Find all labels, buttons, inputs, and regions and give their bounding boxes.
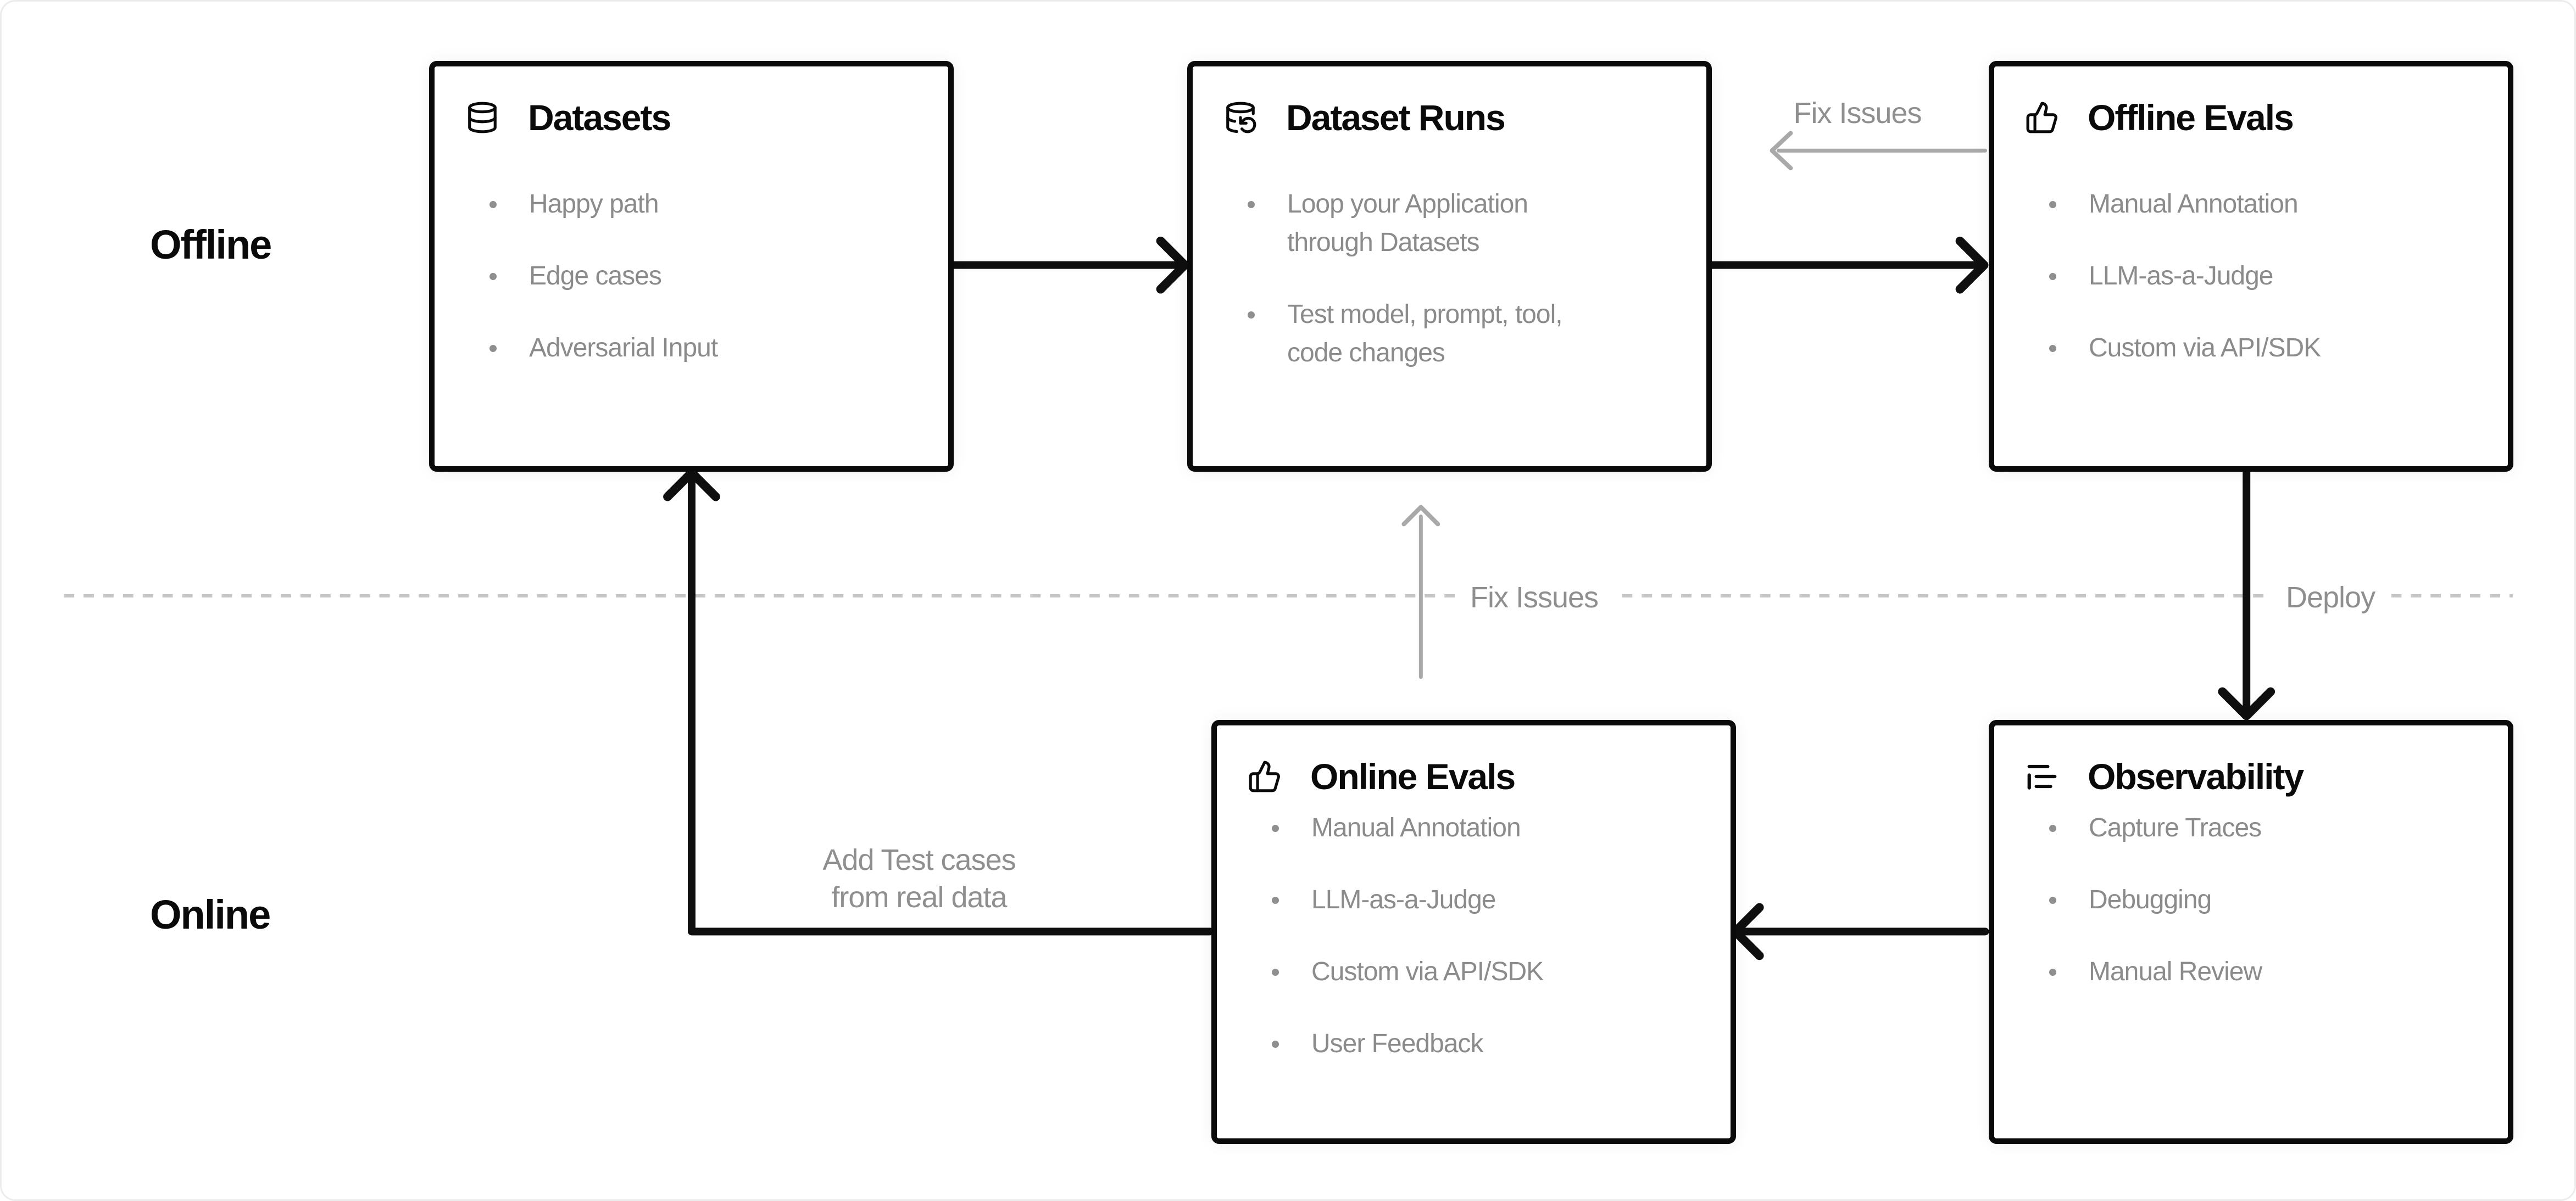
fix-issues-mid-label: Fix Issues <box>1455 577 1614 618</box>
list-item: Happy path <box>489 185 860 224</box>
list-item: Custom via API/SDK <box>2049 329 2420 367</box>
list-item: Edge cases <box>489 257 860 295</box>
list-item: Capture Traces <box>2049 809 2420 847</box>
database-icon <box>465 100 499 135</box>
offline-evals-to-observability-arrow-head <box>2218 687 2275 720</box>
datasets-to-dataset-runs-arrow-head <box>1156 236 1189 294</box>
offline-evals-box-header: Offline Evals <box>2025 97 2294 138</box>
dataset-runs-box-title: Dataset Runs <box>1286 97 1506 138</box>
offline-evals-box-title: Offline Evals <box>2088 97 2294 138</box>
list-item: Test model, prompt, tool, code changes <box>1248 295 1618 372</box>
list-item: Manual Annotation <box>2049 185 2420 224</box>
fix-issues-top-label: Fix Issues <box>1793 97 1922 130</box>
fix-issues-mid-arrow-head <box>1401 505 1440 527</box>
online-section-label: Online <box>150 892 271 937</box>
online-evals-box-header: Online Evals <box>1248 756 1516 797</box>
list-item: Debugging <box>2049 881 2420 919</box>
online-evals-box-title: Online Evals <box>1310 756 1516 797</box>
list-item: User Feedback <box>1272 1025 1643 1063</box>
fix-issues-top-arrow-head <box>1770 131 1793 171</box>
datasets-box-title: Datasets <box>528 97 671 138</box>
offline-section-label: Offline <box>150 222 272 267</box>
list-item: Custom via API/SDK <box>1272 953 1643 991</box>
online-evals-to-datasets-arrow-shaft <box>688 477 1214 936</box>
add-test-cases-label: Add Test cases from real data <box>822 844 1016 914</box>
list-item: Manual Annotation <box>1272 809 1643 847</box>
thumbs-up-icon <box>1248 759 1282 794</box>
list-item: Adversarial Input <box>489 329 860 367</box>
logs-icon <box>2025 759 2059 794</box>
deploy-label: Deploy <box>2269 577 2392 618</box>
thumbs-up-icon <box>2025 100 2059 135</box>
list-item: LLM-as-a-Judge <box>1272 881 1643 919</box>
datasets-box-header: Datasets <box>465 97 671 138</box>
observability-box-header: Observability <box>2025 756 2304 797</box>
dataset-runs-box: Dataset Runs Loop your Application throu… <box>1187 61 1712 472</box>
list-item: Loop your Application through Datasets <box>1248 185 1618 262</box>
observability-box-title: Observability <box>2088 756 2304 797</box>
dataset-runs-box-header: Dataset Runs <box>1223 97 1506 138</box>
online-evals-to-datasets-arrow-head <box>663 468 720 501</box>
list-item: Manual Review <box>2049 953 2420 991</box>
list-item: LLM-as-a-Judge <box>2049 257 2420 295</box>
database-backup-icon <box>1223 100 1258 135</box>
dataset-runs-to-offline-evals-arrow-head <box>1955 236 1989 294</box>
